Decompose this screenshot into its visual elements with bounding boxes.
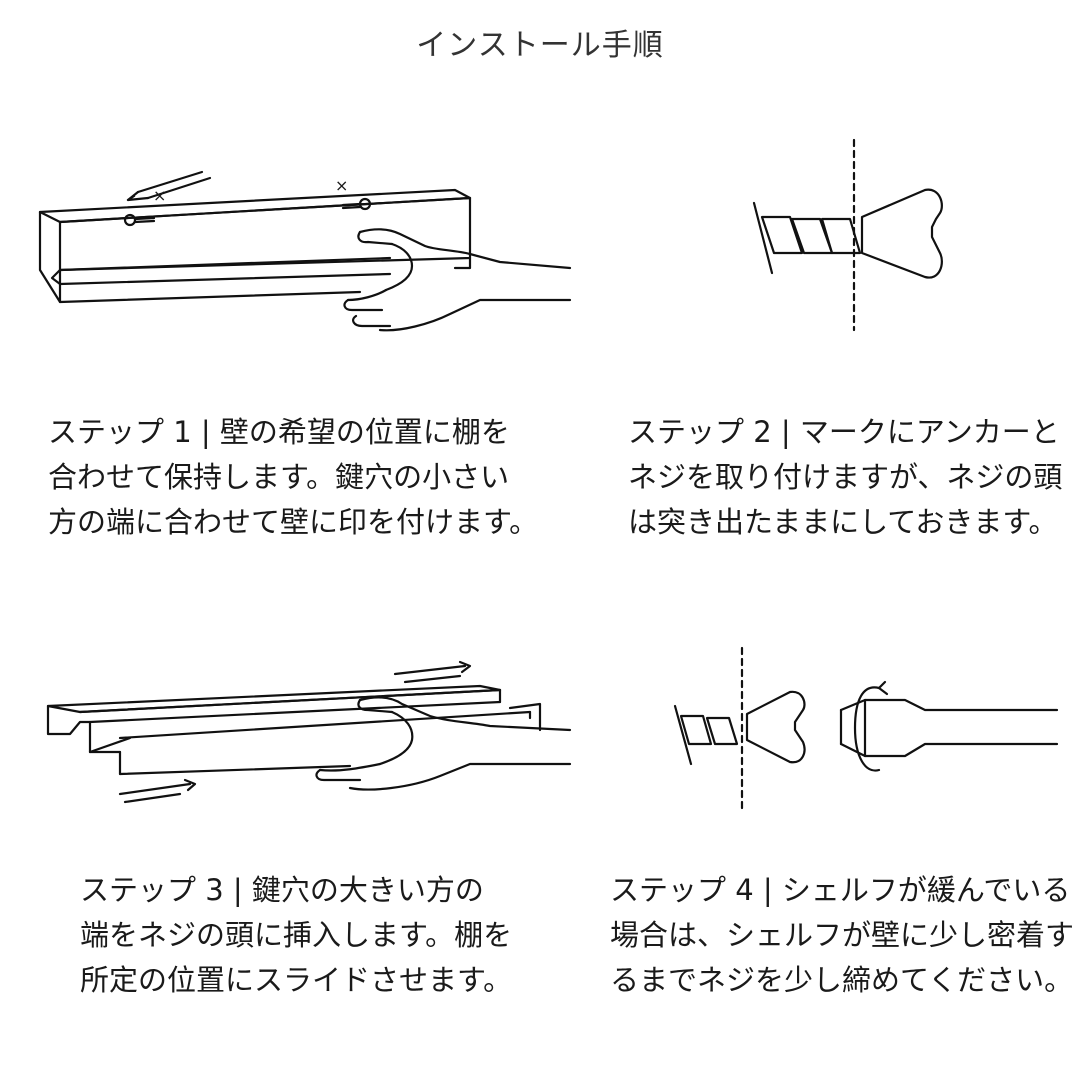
step-3-line-3: 所定の位置にスライドさせます。	[80, 963, 513, 997]
screw-thread-edge	[673, 704, 693, 766]
step-3-line-2: 端をネジの頭に挿入します。棚を	[80, 918, 513, 952]
screw-head-icon	[745, 690, 806, 764]
step-2-line-2: ネジを取り付けますが、ネジの頭	[628, 460, 1063, 494]
step-1-line-3: 方の端に合わせて壁に印を付けます。	[48, 505, 539, 539]
screw-head-icon	[860, 188, 943, 279]
step-2-caption: ステップ 2 | マークにアンカーと ネジを取り付けますが、ネジの頭 は突き出た…	[628, 410, 1062, 545]
screwdriver-icon	[839, 698, 1059, 758]
screw-threads	[679, 714, 739, 746]
screw-thread-edge	[752, 201, 774, 275]
step-2-illustration	[740, 135, 960, 335]
step-1-line-1: ステップ 1 | 壁の希望の位置に棚を	[48, 415, 510, 449]
hand-icon	[343, 228, 572, 332]
step-4-line-1: ステップ 4 | シェルフが緩んでいる	[610, 873, 1071, 907]
step-4-line-2: 場合は、シェルフが壁に少し密着す	[610, 918, 1075, 952]
arrow-right-icon	[393, 660, 472, 684]
keyhole-icon	[341, 197, 372, 211]
step-4-caption: ステップ 4 | シェルフが緩んでいる 場合は、シェルフが壁に少し密着す るまで…	[610, 868, 1074, 1003]
arrow-right-icon	[118, 778, 197, 804]
step-1-caption: ステップ 1 | 壁の希望の位置に棚を 合わせて保持します。鍵穴の小さい 方の端…	[48, 410, 538, 545]
step-4-illustration	[665, 640, 1065, 820]
step-4-line-3: るまでネジを少し締めてください。	[610, 963, 1074, 997]
mark-x-2: ×	[335, 176, 349, 195]
step-3-illustration	[30, 650, 590, 820]
step-1-line-2: 合わせて保持します。鍵穴の小さい	[48, 460, 510, 494]
step-3-caption: ステップ 3 | 鍵穴の大きい方の 端をネジの頭に挿入します。棚を 所定の位置に…	[80, 868, 512, 1003]
rotate-icon	[853, 680, 889, 772]
keyhole-icon	[123, 213, 156, 227]
step-2-line-1: ステップ 2 | マークにアンカーと	[628, 415, 1060, 449]
page-title: インストール手順	[416, 28, 664, 63]
screw-threads	[760, 215, 862, 255]
mark-x-1: ×	[153, 186, 167, 205]
hand-icon	[315, 696, 572, 791]
step-1-illustration	[30, 150, 590, 350]
step-3-line-1: ステップ 3 | 鍵穴の大きい方の	[80, 873, 484, 907]
pencil-icon	[126, 170, 212, 202]
step-2-line-3: は突き出たままにしておきます。	[628, 505, 1058, 539]
